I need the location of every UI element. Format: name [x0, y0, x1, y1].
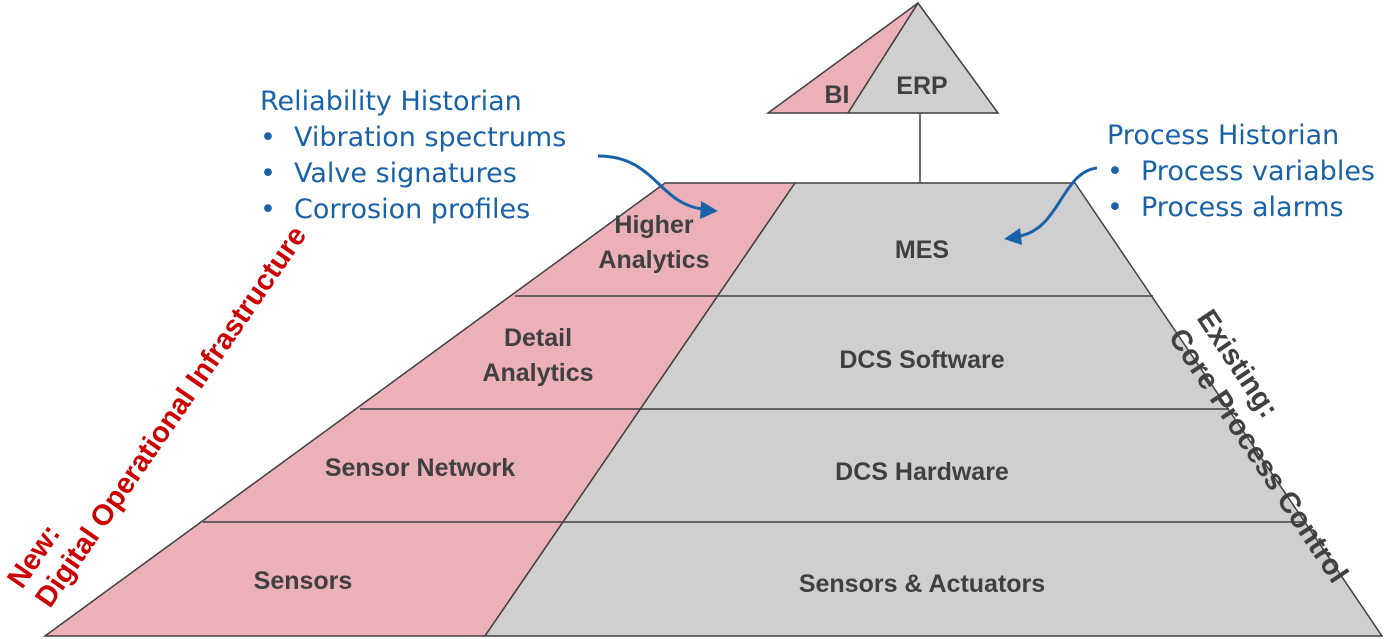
- bullet: •: [1107, 156, 1123, 187]
- higher-analytics-label-line1: Higher: [614, 211, 693, 239]
- process-arrowhead: [1004, 228, 1022, 245]
- detail-analytics-label-line1: Detail: [504, 324, 572, 352]
- sensors-label: Sensors: [254, 567, 353, 595]
- process-item: Process alarms: [1141, 192, 1344, 223]
- higher-analytics-label-line2: Analytics: [598, 246, 709, 274]
- sensor-network-label: Sensor Network: [325, 454, 515, 482]
- reliability-historian-note: Reliability Historian • Vibration spectr…: [260, 86, 566, 225]
- erp-label: ERP: [896, 72, 947, 100]
- bullet: •: [260, 194, 276, 225]
- process-historian-note: Process Historian • Process variables • …: [1107, 120, 1375, 223]
- bi-section: [765, 2, 919, 114]
- reliability-historian-title: Reliability Historian: [260, 86, 522, 117]
- process-arrow: [1019, 166, 1098, 238]
- process-item: Process variables: [1141, 156, 1375, 187]
- dcs-software-label: DCS Software: [839, 346, 1004, 374]
- mes-label: MES: [895, 236, 949, 264]
- reliability-arrow: [597, 154, 703, 211]
- reliability-item: Vibration spectrums: [294, 122, 566, 153]
- reliability-arrowhead: [700, 201, 718, 219]
- dcs-hardware-label: DCS Hardware: [835, 458, 1009, 486]
- bullet: •: [1107, 192, 1123, 223]
- reliability-item: Corrosion profiles: [294, 194, 530, 225]
- process-historian-title: Process Historian: [1107, 120, 1339, 151]
- sensors-actuators-label: Sensors & Actuators: [799, 570, 1045, 598]
- bi-label: BI: [825, 81, 850, 109]
- bullet: •: [260, 158, 276, 189]
- detail-analytics-label-line2: Analytics: [482, 359, 593, 387]
- bullet: •: [260, 122, 276, 153]
- reliability-item: Valve signatures: [294, 158, 517, 189]
